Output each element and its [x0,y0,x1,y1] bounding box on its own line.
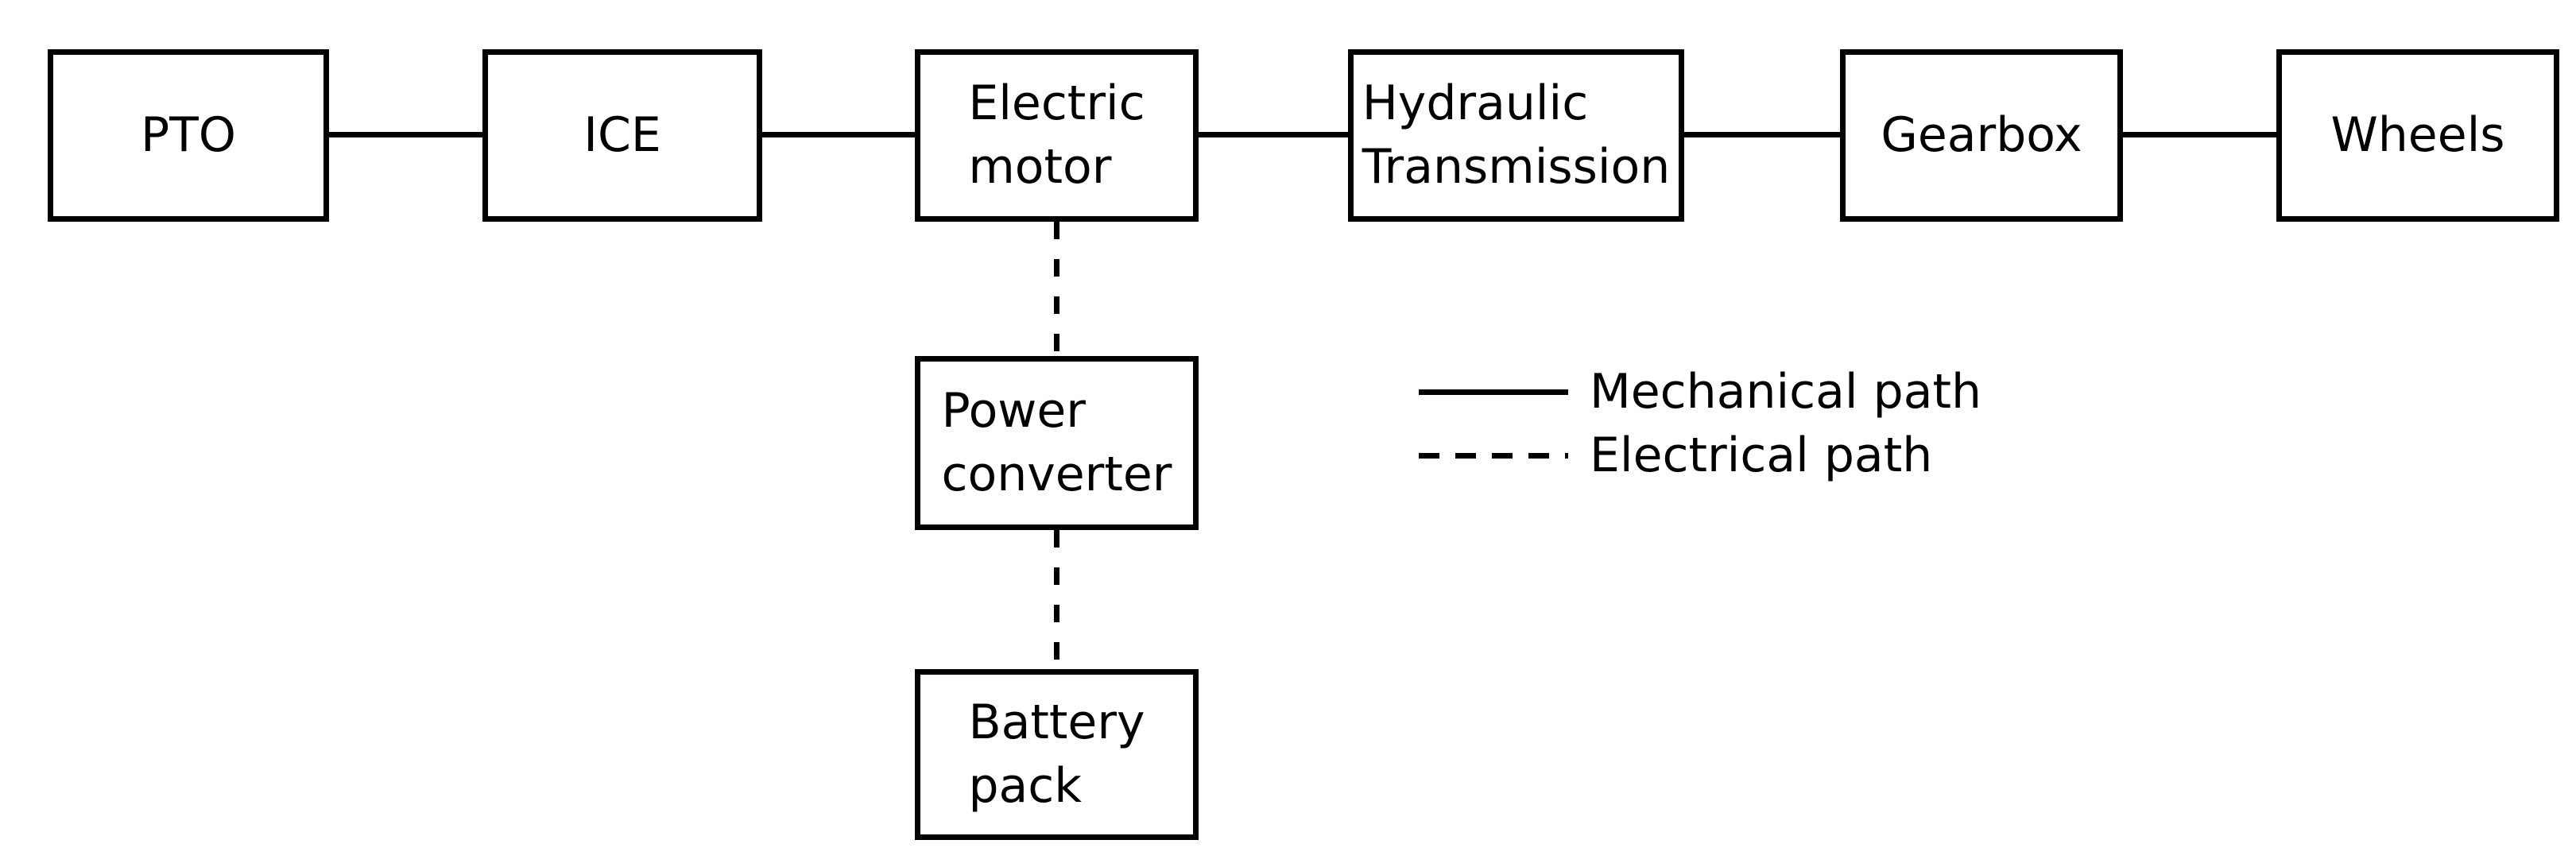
box-ice: ICE [482,49,762,222]
connector-electric-motor-hydraulic-transmission [1199,132,1348,137]
connector-power-converter-battery-pack [1054,530,1059,669]
legend-row-mechanical: Mechanical path [1419,360,1981,424]
solid-line-sample-icon [1419,389,1568,395]
box-battery-pack-label: Battery pack [968,695,1145,814]
legend: Mechanical path Electrical path [1419,360,1981,487]
box-power-converter-label: Power converter [941,383,1172,502]
box-pto: PTO [48,49,329,222]
box-hydraulic-transmission: Hydraulic Transmission [1348,49,1684,222]
dashed-line-sample-icon [1419,452,1568,459]
legend-mechanical-label: Mechanical path [1590,364,1982,420]
box-hydraulic-transmission-label: Hydraulic Transmission [1362,75,1671,195]
connector-pto-ice [329,132,482,137]
box-pto-label: PTO [140,106,237,163]
box-battery-pack: Battery pack [915,669,1199,840]
box-ice-label: ICE [583,106,661,163]
box-power-converter: Power converter [915,356,1199,530]
box-gearbox-label: Gearbox [1881,106,2082,163]
box-gearbox: Gearbox [1840,49,2123,222]
box-electric-motor: Electric motor [915,49,1199,222]
legend-electrical-label: Electrical path [1590,428,1933,483]
connector-ice-electric-motor [762,132,915,137]
box-electric-motor-label: Electric motor [968,75,1145,195]
connector-electric-motor-power-converter [1054,222,1059,356]
connector-hydraulic-transmission-gearbox [1684,132,1840,137]
connector-gearbox-wheels [2123,132,2276,137]
legend-row-electrical: Electrical path [1419,424,1981,487]
box-wheels-label: Wheels [2330,106,2505,163]
box-wheels: Wheels [2276,49,2559,222]
